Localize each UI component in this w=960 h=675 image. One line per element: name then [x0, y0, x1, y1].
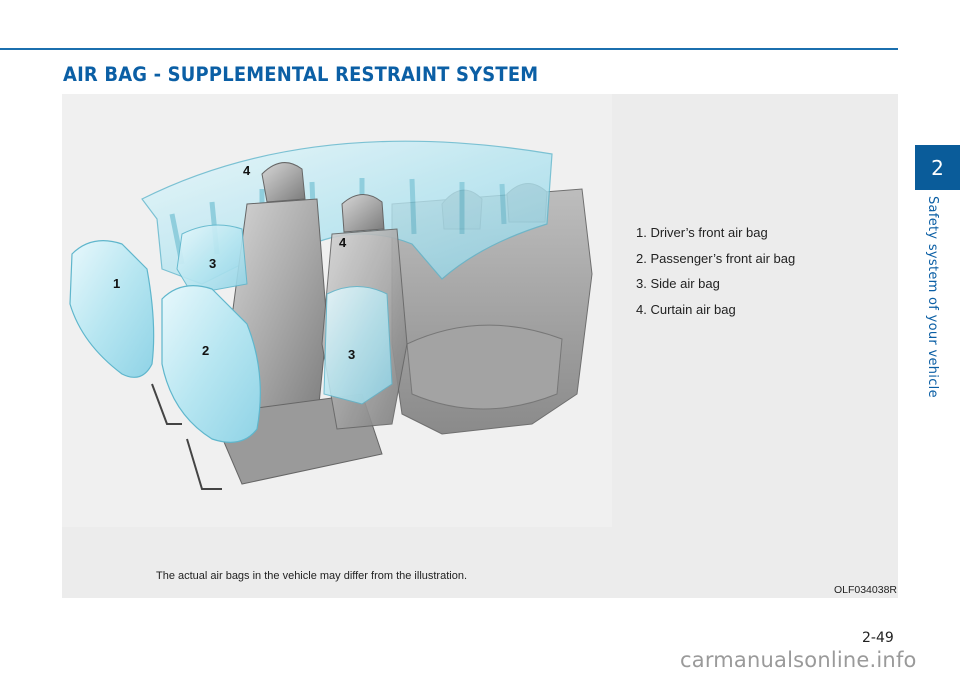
chapter-number: 2	[931, 155, 944, 180]
callout-2: 2	[202, 343, 210, 358]
figure-caption: The actual air bags in the vehicle may d…	[156, 570, 468, 582]
watermark: carmanualsonline.info	[680, 648, 917, 672]
airbag-legend: 1. Driver’s front air bag 2. Passenger’s…	[636, 224, 795, 326]
legend-item: 2. Passenger’s front air bag	[636, 250, 796, 266]
side-airbag-rear	[323, 286, 393, 405]
legend-item: 1. Driver’s front air bag	[636, 225, 768, 240]
section-title: AIR BAG - SUPPLEMENTAL RESTRAINT SYSTEM	[63, 63, 539, 86]
page-number: 2-49	[862, 630, 894, 646]
header-rule	[0, 48, 898, 50]
callout-3-rear: 3	[348, 347, 356, 362]
callout-1: 1	[113, 276, 121, 291]
airbag-illustration-drawing	[69, 140, 593, 490]
figure-code: OLF034038R	[833, 584, 897, 596]
chapter-title: Safety system of your vehicle	[925, 196, 940, 398]
seat-rails	[151, 383, 222, 490]
figure-panel: 1 2 3 3 4 4 1. Driver’s front air bag 2.…	[62, 94, 898, 598]
callout-4-rear: 4	[339, 235, 347, 250]
callout-4-front: 4	[243, 163, 251, 178]
legend-item: 3. Side air bag	[636, 276, 720, 291]
passengers-front-airbag	[161, 285, 261, 443]
drivers-front-airbag	[69, 240, 155, 378]
airbag-illustration: 1 2 3 3 4 4	[62, 94, 612, 527]
legend-item: 4. Curtain air bag	[636, 301, 736, 317]
chapter-tab[interactable]: 2	[915, 145, 960, 190]
callout-3-front: 3	[209, 256, 217, 271]
